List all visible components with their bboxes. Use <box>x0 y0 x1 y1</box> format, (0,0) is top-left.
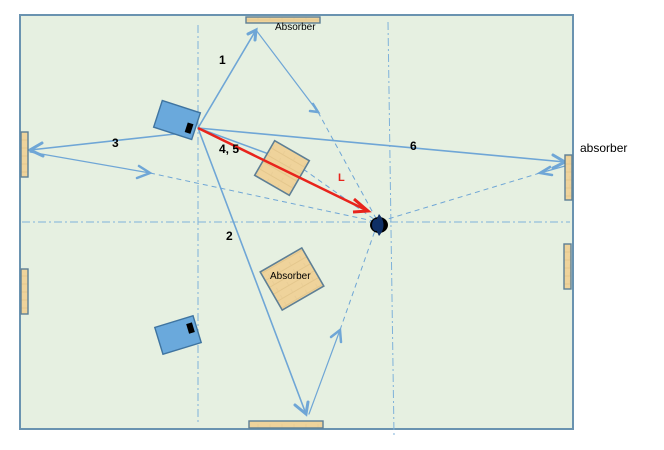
ray-2-reflection-arrowhead <box>329 327 343 344</box>
label-ray-3: 3 <box>112 136 119 150</box>
ray-6 <box>197 127 566 163</box>
absorber-right-upper <box>564 154 573 201</box>
absorber-right-lower <box>563 243 572 290</box>
absorber-bottom <box>248 420 324 429</box>
ray-3-reflection-arrowhead <box>135 164 153 180</box>
label-ray-6: 6 <box>410 139 417 153</box>
label-ray-2: 2 <box>226 229 233 243</box>
ray-2-arrowhead <box>293 400 310 417</box>
speaker-driver-icon <box>186 322 195 334</box>
ray-6-reflection-arrowhead <box>536 165 554 177</box>
absorber-center-lower <box>259 246 325 312</box>
ray-1-reflection-arrowhead <box>308 102 321 114</box>
wall-absorbers <box>20 16 573 429</box>
reflection-1-to-listener <box>317 111 379 223</box>
guide-vertical-right <box>387 21 395 436</box>
reflection-6-to-listener <box>377 172 541 223</box>
reflection-3-to-listener <box>149 172 379 223</box>
ray-3 <box>29 133 176 151</box>
rays <box>26 27 569 417</box>
speaker-driver-icon <box>184 122 194 134</box>
label-top-absorber: Absorber <box>275 22 316 33</box>
ray-2-reflection <box>308 329 341 415</box>
speaker-left-front <box>152 99 202 141</box>
listener-icon <box>370 214 388 236</box>
label-center-absorber: Absorber <box>270 271 311 282</box>
reflection-2-to-listener <box>339 221 379 331</box>
direct-path-arrowhead <box>352 197 372 214</box>
absorber-top <box>245 16 321 24</box>
label-ray-45: 4, 5 <box>219 142 239 156</box>
absorber-left-upper <box>20 131 29 178</box>
label-direct-path: L <box>338 172 345 184</box>
absorber-left-lower <box>20 268 29 315</box>
label-ray-1: 1 <box>219 53 226 67</box>
ray-3-reflection <box>29 151 151 174</box>
speaker-left-rear <box>153 314 203 356</box>
guide-lines <box>22 21 570 436</box>
ray-2 <box>197 127 307 415</box>
direct-path-line <box>197 126 367 212</box>
ray-1-reflection <box>255 29 319 113</box>
ray-1 <box>197 29 257 129</box>
label-right-absorber: absorber <box>580 141 627 155</box>
